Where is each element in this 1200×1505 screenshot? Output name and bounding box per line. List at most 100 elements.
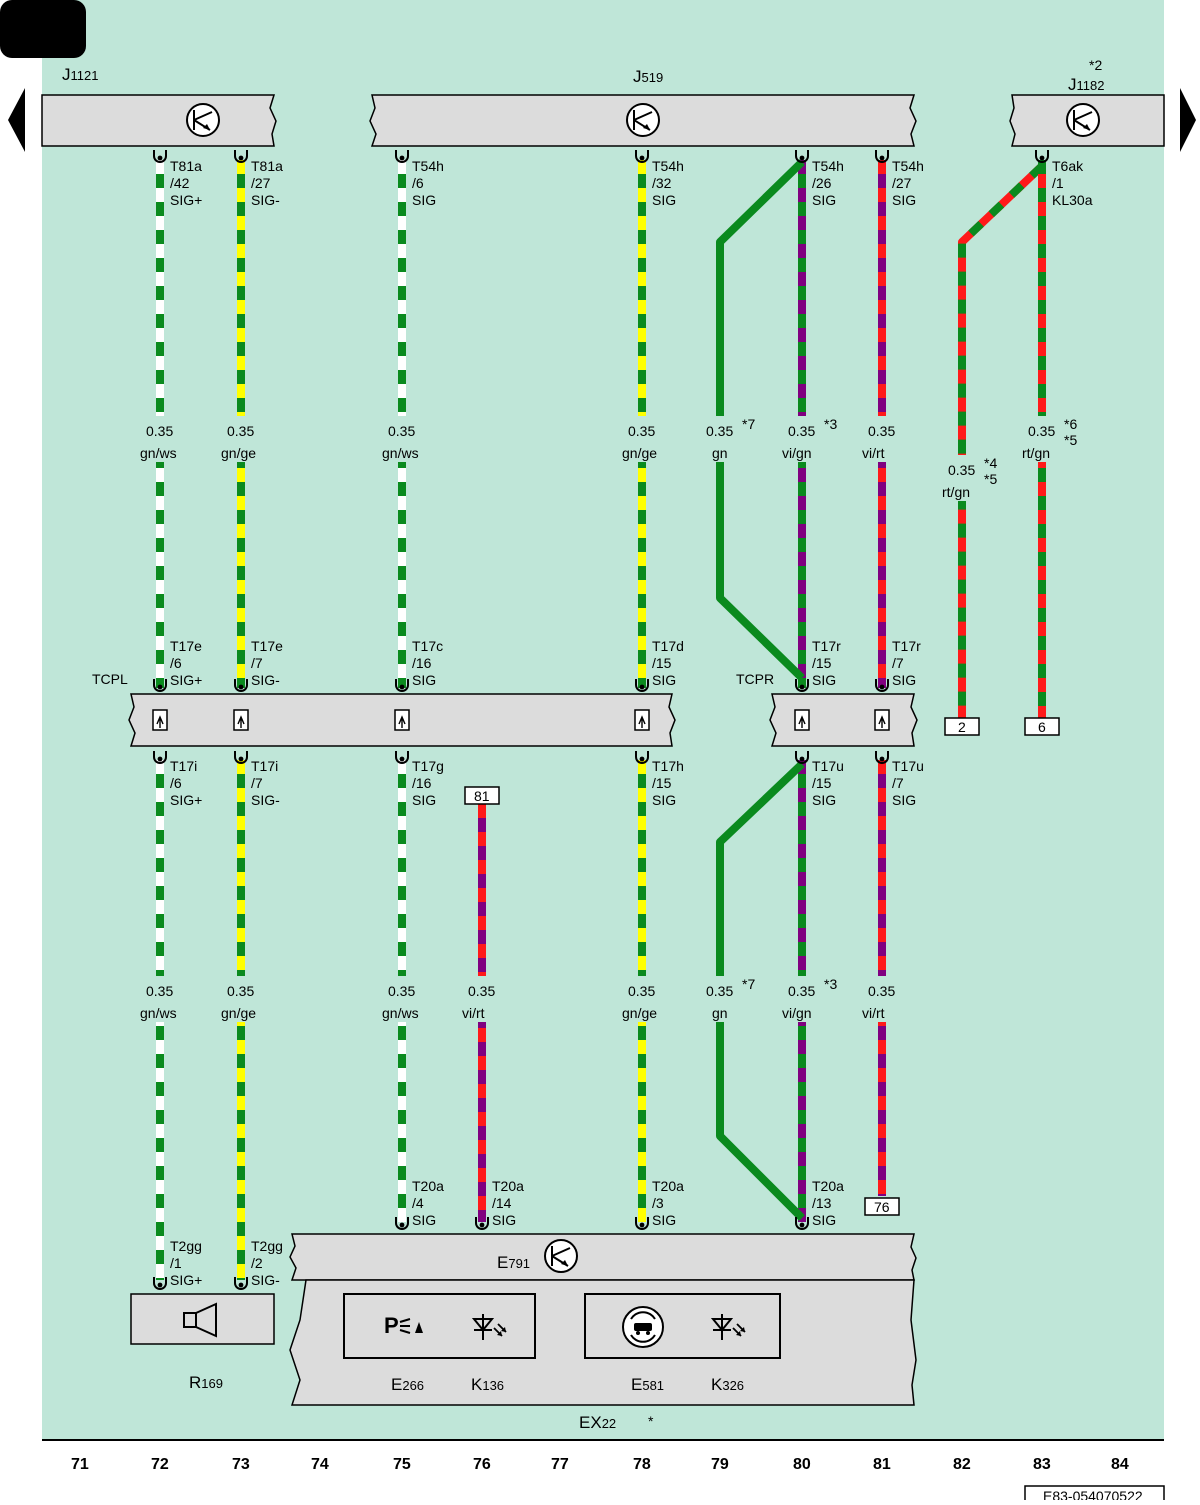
pin-label: /7 [892,655,904,671]
pin-label: T17i [251,758,278,774]
pin-label: T54h [652,158,684,174]
cross-reference-box [464,786,500,805]
label-gap [140,976,180,1022]
pin-label: /1 [170,1255,182,1271]
pin-label: T17d [652,638,684,654]
pin-label: SIG [492,1212,516,1228]
cross-reference-box [1024,717,1060,736]
component-j1182-note: *2 [1089,57,1102,73]
label-gap [221,416,261,462]
column-number: 81 [873,1456,891,1473]
wire-color-code-label: gn [712,1005,728,1021]
pin-label: /7 [892,775,904,791]
pin-label: T2gg [251,1238,283,1254]
wire-gauge-label: 0.35 [868,983,895,999]
pin-label: SIG [652,192,676,208]
connector-pin-arrow [237,715,245,728]
wire-color-code-label: vi/rt [462,1005,485,1021]
column-number: 84 [1111,1456,1129,1473]
label-gap [862,416,902,462]
label-gap [221,976,261,1022]
wire-gauge-label: 0.35 [388,983,415,999]
wire-gauge-label: 0.35 [706,423,733,439]
pin-label: T17g [412,758,444,774]
transistor-icon [186,103,220,137]
pin-label: SIG [412,1212,436,1228]
label-gap [782,976,822,1022]
label-gap [942,455,982,501]
component-j519-label: J519 [633,67,663,86]
pin-label: SIG [412,792,436,808]
pin-label: SIG- [251,1272,280,1288]
transistor-icon [544,1239,578,1273]
transistor-icon [626,103,660,137]
label-gap [782,416,822,462]
wire-gauge-label: 0.35 [1028,423,1055,439]
switch-e266-k136-box [343,1293,536,1359]
label-gap [622,416,662,462]
pin-label: /27 [892,175,912,191]
wire-gauge-label: 0.35 [868,423,895,439]
pin-label: T17e [170,638,202,654]
wire-footnote-label: *5 [1064,432,1077,448]
pin-label: /15 [652,775,672,791]
label-gap [1022,416,1062,462]
column-number: 73 [232,1456,250,1473]
column-number: 80 [793,1456,811,1473]
pin-label: /6 [170,655,182,671]
loudspeaker-icon [183,1302,217,1338]
wire-w82a [958,163,1045,718]
pin-label: T54h [892,158,924,174]
pin-label: SIG [652,792,676,808]
pin-label: SIG [812,792,836,808]
wire-color-code-label: gn/ws [140,1005,177,1021]
transistor-icon [1066,103,1100,137]
pin-label: SIG [812,672,836,688]
wire-color-code-label: vi/rt [862,445,885,461]
label-gap [382,416,422,462]
led-indicator-icon [471,1314,507,1340]
cross-reference-box [944,717,980,736]
pin-label: SIG+ [170,192,202,208]
component-ex22-label: EX22 [579,1413,616,1432]
pin-label: /7 [251,655,263,671]
pin-label: T17c [412,638,443,654]
pin-label: SIG [412,192,436,208]
label-gap [462,976,502,1022]
pin-marker-layer: 0.35gn/ws0.35gn/ge0.35gn/ws0.35gn/ge0.35… [140,149,1093,1290]
wire-gauge-label: 0.35 [227,983,254,999]
component-e791-body [289,1233,917,1281]
pin-label: KL30a [1052,192,1093,208]
pin-label: SIG+ [170,1272,202,1288]
wire-color-code-label: vi/gn [782,445,812,461]
connector-pin-arrow [798,715,806,728]
column-number: 71 [71,1456,89,1473]
pin-label: SIG- [251,192,280,208]
pin-label: SIG+ [170,792,202,808]
pin-label: /7 [251,775,263,791]
label-gap [862,976,902,1022]
connector-pin-arrow [638,715,646,728]
previous-page-arrow-icon[interactable] [8,88,25,152]
component-r169-body [130,1293,275,1345]
pin-label: /1 [1052,175,1064,191]
pin-label: T17i [170,758,197,774]
next-page-arrow-icon[interactable] [1180,88,1196,152]
label-gap [140,416,180,462]
pin-label: /15 [652,655,672,671]
wire-color-code-label: gn/ws [382,1005,419,1021]
pin-label: T20a [492,1178,524,1194]
connector-tcpr-body [769,693,918,747]
label-gap [700,416,740,462]
pin-label: /14 [492,1195,512,1211]
wire-color-code-label: gn/ge [221,1005,256,1021]
label-gap [382,976,422,1022]
column-number: 79 [711,1456,729,1473]
pin-label: T54h [812,158,844,174]
pin-label: /26 [812,175,832,191]
pin-label: SIG- [251,792,280,808]
page-corner-tab [0,0,86,58]
component-e791-label: E791 [497,1253,530,1272]
pin-label: T6ak [1052,158,1084,174]
